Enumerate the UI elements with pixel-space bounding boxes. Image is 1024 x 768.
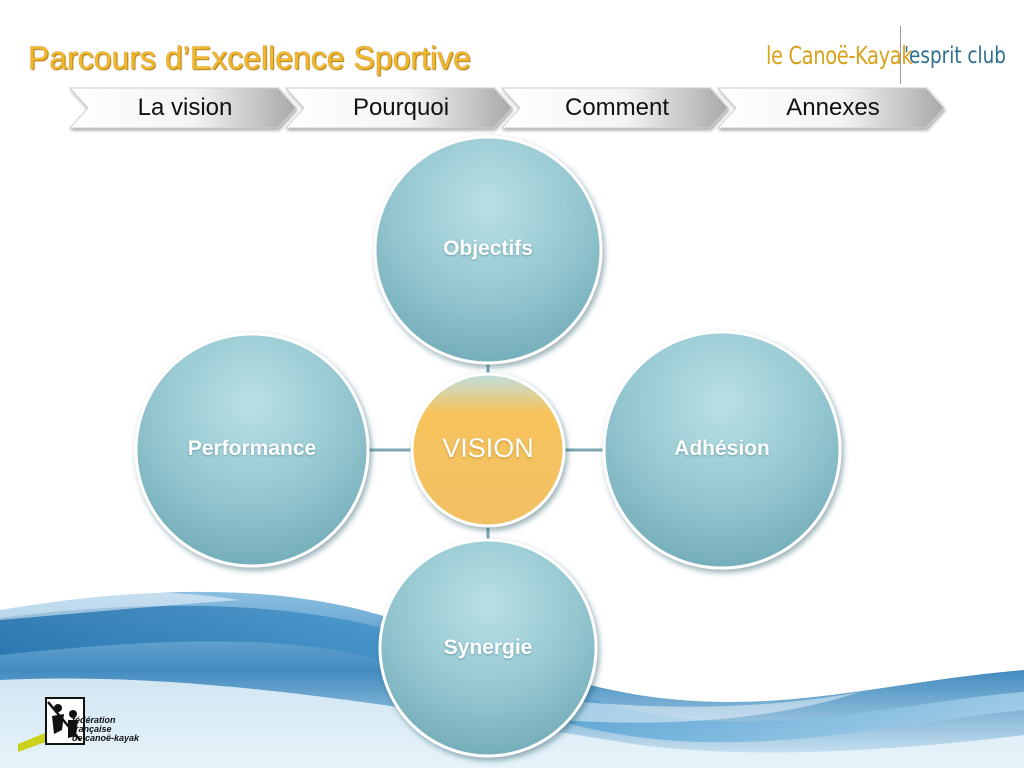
center-label-vision: VISION — [442, 433, 534, 463]
brand-divider — [900, 26, 901, 84]
page-title: Parcours d’Excellence Sportive — [28, 40, 471, 76]
nav-step-annexes[interactable] — [716, 87, 945, 129]
logo-line: de canoë-kayak — [72, 733, 140, 743]
logo-line: fédération — [72, 715, 116, 725]
nav-step-label[interactable]: Pourquoi — [352, 94, 450, 121]
node-label-synergie: Synergie — [443, 636, 533, 659]
nav-step-label[interactable]: Annexes — [786, 94, 880, 121]
nav-step-comment[interactable] — [500, 87, 729, 129]
brand-name-right: 'esprit club — [904, 43, 1006, 69]
process-nav — [68, 87, 945, 129]
node-label-objectifs: Objectifs — [443, 237, 533, 260]
brand-name-left: le Canoë-Kayak — [766, 41, 913, 70]
nav-step-label[interactable]: La vision — [137, 94, 233, 121]
node-objectifs — [373, 135, 603, 365]
node-performance — [134, 332, 370, 568]
node-synergie — [378, 538, 598, 758]
ffck-logo — [18, 697, 85, 752]
node-label-adhesion: Adhésion — [674, 437, 770, 460]
brand-logo: le Canoë-Kayak 'esprit club — [766, 26, 1006, 84]
nav-step-label[interactable]: Comment — [564, 94, 670, 121]
node-adhesion — [602, 330, 842, 570]
ffck-logo-text: fédération française de canoë-kayak — [72, 716, 139, 743]
node-vision-center — [410, 372, 566, 528]
node-label-performance: Performance — [187, 437, 317, 460]
nav-step-la-vision[interactable] — [68, 87, 297, 129]
logo-line: française — [72, 724, 112, 734]
nav-step-pourquoi[interactable] — [284, 87, 513, 129]
